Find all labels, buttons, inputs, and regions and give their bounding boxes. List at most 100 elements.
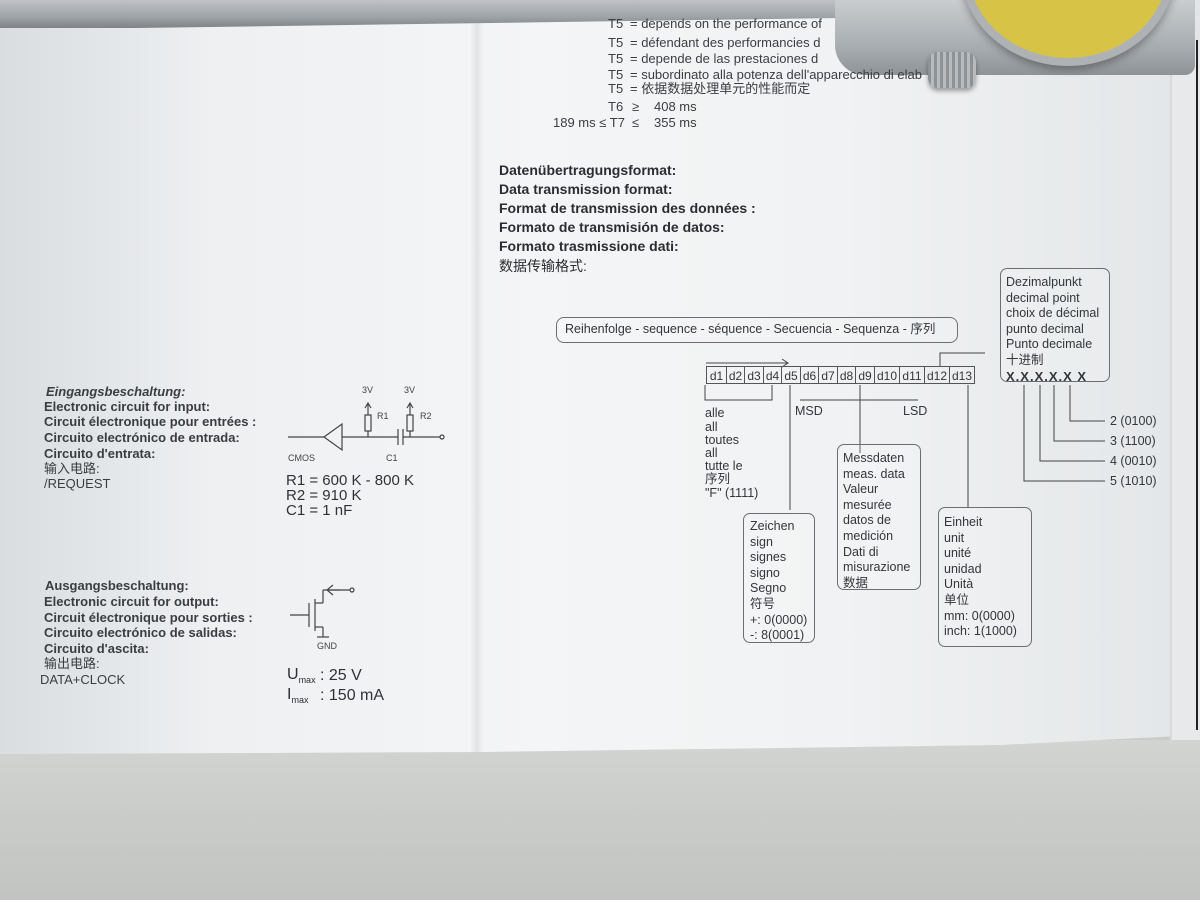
t7-label: 189 ms ≤ T7 (553, 115, 625, 130)
format-heading-line: Formato de transmisión de datos: (499, 219, 725, 235)
t6-value: 408 ms (654, 99, 697, 114)
t6-op: ≥ (632, 99, 640, 114)
sign-line: Segno (750, 581, 787, 596)
input-circuit-schematic (288, 401, 445, 452)
format-heading-line: Datenübertragungsformat: (499, 162, 677, 178)
measured-data-box: Messdaten meas. data Valeur mesurée dato… (837, 444, 921, 590)
input-title-line: Eingangsbeschaltung: (46, 384, 186, 399)
t5-text: = 依据数据处理单元的性能而定 (630, 81, 811, 96)
cmos-label: CMOS (288, 453, 315, 463)
msd-label: MSD (795, 404, 823, 418)
t5-label: T5 (608, 67, 624, 82)
digit-d8: d8 (837, 366, 855, 384)
sign-line: 符号 (750, 596, 776, 611)
decimal-point-box: Dezimalpunkt decimal point choix de déci… (1000, 268, 1110, 384)
unit-line: inch: 1(1000) (944, 624, 1017, 639)
meas-line: datos de (843, 513, 891, 528)
umax-value: : 25 V (320, 667, 362, 684)
input-title-line: Circuito d'entrata: (44, 446, 156, 461)
all-line: alle (705, 406, 725, 420)
unit-box: Einheit unit unité unidad Unità 单位 mm: 0… (938, 507, 1032, 647)
decimal-code: 2 (0100) (1110, 414, 1157, 428)
supply-voltage-label-2: 3V (404, 385, 416, 395)
digit-d11: d11 (899, 366, 924, 384)
umax-label: Umax (287, 667, 316, 685)
umax-symbol: U (287, 666, 299, 683)
all-line: all (705, 420, 718, 434)
decimal-line: choix de décimal (1006, 306, 1100, 321)
t5-label: T5 (608, 51, 624, 66)
digit-d6: d6 (800, 366, 818, 384)
adjacent-sheet (1170, 40, 1200, 740)
digit-d1: d1 (706, 366, 726, 384)
imax-label: Imax (287, 687, 308, 705)
umax-subscript: max (298, 675, 316, 686)
meas-line: medición (843, 528, 894, 543)
all-line: 序列 (705, 472, 731, 486)
all-line: "F" (1111) (705, 486, 759, 500)
imax-symbol: I (287, 686, 292, 703)
decimal-pattern: X.X.X.X.X X (1006, 368, 1088, 384)
r1-value: R1 = 600 K - 800 K (286, 472, 414, 489)
unit-line: Einheit (944, 515, 983, 529)
meas-line: mesurée (843, 497, 892, 512)
unit-line: Unità (944, 577, 974, 592)
output-title-line: Ausgangsbeschaltung: (45, 578, 189, 593)
unit-line: unit (944, 530, 965, 545)
decimal-line: decimal point (1006, 290, 1080, 305)
meas-line: Valeur (843, 482, 879, 497)
t5-label: T5 (608, 16, 624, 31)
decimal-code: 5 (1010) (1110, 474, 1157, 488)
imax-value: : 150 mA (320, 687, 385, 704)
all-line: tutte le (705, 459, 743, 473)
t5-label: T5 (608, 35, 624, 50)
desk-surface (0, 740, 1200, 900)
unit-line: unidad (944, 561, 982, 576)
decimal-line: 十进制 (1006, 352, 1044, 367)
meas-line: meas. data (843, 466, 905, 481)
sign-line: -: 8(0001) (750, 628, 805, 643)
digit-d7: d7 (818, 366, 837, 384)
sign-line: sign (750, 534, 773, 549)
meas-line: misurazione (843, 560, 911, 575)
digit-d10: d10 (874, 366, 899, 384)
t5-text: = défendant des performancies d (630, 35, 821, 50)
sign-line: signo (750, 565, 780, 580)
meas-line: Messdaten (843, 451, 905, 465)
unit-line: mm: 0(0000) (944, 608, 1015, 623)
digit-d4: d4 (763, 366, 781, 384)
c1-value: C1 = 1 nF (286, 502, 353, 519)
t5-text: = subordinato alla potenza dell'apparecc… (630, 67, 922, 82)
r2-value: R2 = 910 K (286, 487, 362, 504)
all-line: all (705, 446, 718, 460)
decimal-code: 3 (1100) (1110, 434, 1156, 448)
all-line: toutes (705, 433, 740, 447)
output-circuit-schematic (290, 584, 355, 638)
meas-line: Dati di (843, 544, 879, 559)
sequence-label: Reihenfolge - sequence - séquence - Secu… (565, 322, 936, 336)
output-signal-name: DATA+CLOCK (40, 672, 126, 687)
t6-label: T6 (608, 99, 624, 114)
supply-voltage-label-1: 3V (362, 385, 374, 395)
resistor-r2-label: R2 (420, 411, 432, 421)
output-title-line: Circuit électronique pour sorties : (44, 610, 253, 625)
gnd-label: GND (317, 641, 337, 651)
format-heading-line: Formato trasmissione dati: (499, 238, 679, 254)
output-title-line: 输出电路: (44, 656, 100, 671)
sequence-connectors (704, 352, 985, 510)
digit-d12: d12 (924, 366, 949, 384)
decimal-line: Dezimalpunkt (1006, 275, 1082, 289)
output-title-line: Electronic circuit for output: (44, 594, 219, 609)
input-title-line: Electronic circuit for input: (44, 399, 211, 414)
decimal-code: 4 (0010) (1110, 454, 1157, 468)
output-title-line: Circuito d'ascita: (44, 641, 149, 656)
sign-line: +: 0(0000) (750, 612, 808, 627)
digit-d9: d9 (855, 366, 874, 384)
t5-text: = depende de las prestaciones d (630, 51, 819, 66)
t7-value: 355 ms (654, 115, 697, 130)
format-heading-line: Format de transmission des données : (499, 200, 756, 216)
format-heading-line: Data transmission format: (499, 181, 673, 197)
sign-box: Zeichen sign signes signo Segno 符号 +: 0(… (743, 513, 815, 643)
unit-line: unité (944, 546, 972, 561)
digit-d2: d2 (726, 366, 744, 384)
